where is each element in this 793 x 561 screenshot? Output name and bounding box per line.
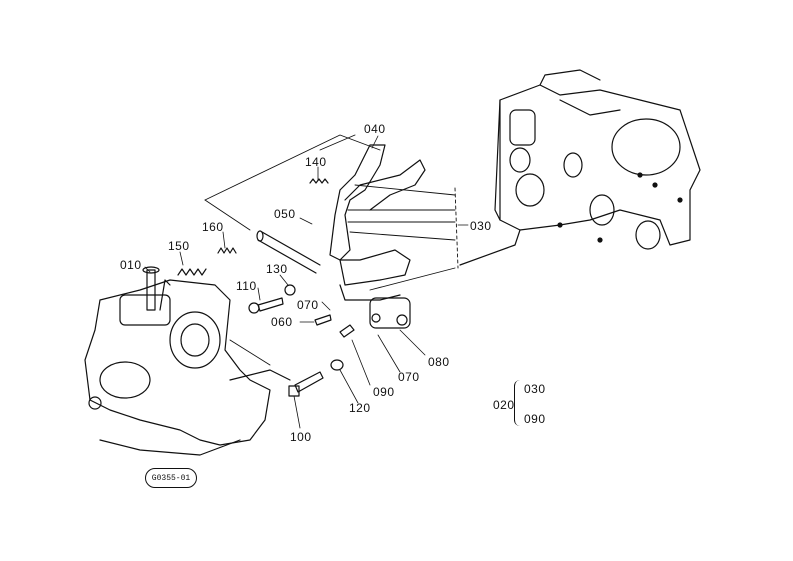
bolt-110: [248, 297, 284, 314]
callout-150: 150: [168, 239, 190, 253]
spring-150: [177, 268, 207, 276]
callout-080: 080: [428, 355, 450, 369]
callout-120: 120: [349, 401, 371, 415]
callout-100: 100: [290, 430, 312, 444]
callout-140: 140: [305, 155, 327, 169]
legend-brace: [514, 380, 523, 426]
leader-lines: [144, 135, 469, 429]
callout-110: 110: [236, 279, 257, 293]
legend-member-030: 030: [524, 382, 546, 396]
spring-140: [309, 178, 329, 184]
group-bracket-lines: [204, 134, 459, 366]
bolt-100: [288, 371, 324, 397]
callout-130: 130: [266, 262, 288, 276]
lever-shaft: [256, 230, 321, 274]
callout-160: 160: [202, 220, 224, 234]
callout-010: 010: [120, 258, 142, 272]
callout-070-lower: 070: [398, 370, 420, 384]
washer-130: [284, 284, 296, 296]
front-casing: [84, 266, 291, 456]
bolt-070: [339, 324, 355, 338]
governor-lever-assembly: [329, 144, 426, 329]
callout-070-upper: 070: [297, 298, 319, 312]
engine-block: [459, 69, 701, 266]
spring-160: [217, 247, 237, 254]
figure-code-badge: G0355-01: [145, 468, 197, 488]
washer-120: [330, 359, 344, 371]
callout-030: 030: [470, 219, 492, 233]
callout-040: 040: [364, 122, 386, 136]
callout-090: 090: [373, 385, 395, 399]
legend-member-090: 090: [524, 412, 546, 426]
bolt-060: [314, 314, 332, 326]
legend-group-020: 020: [493, 398, 515, 412]
callout-050: 050: [274, 207, 296, 221]
callout-060: 060: [271, 315, 293, 329]
